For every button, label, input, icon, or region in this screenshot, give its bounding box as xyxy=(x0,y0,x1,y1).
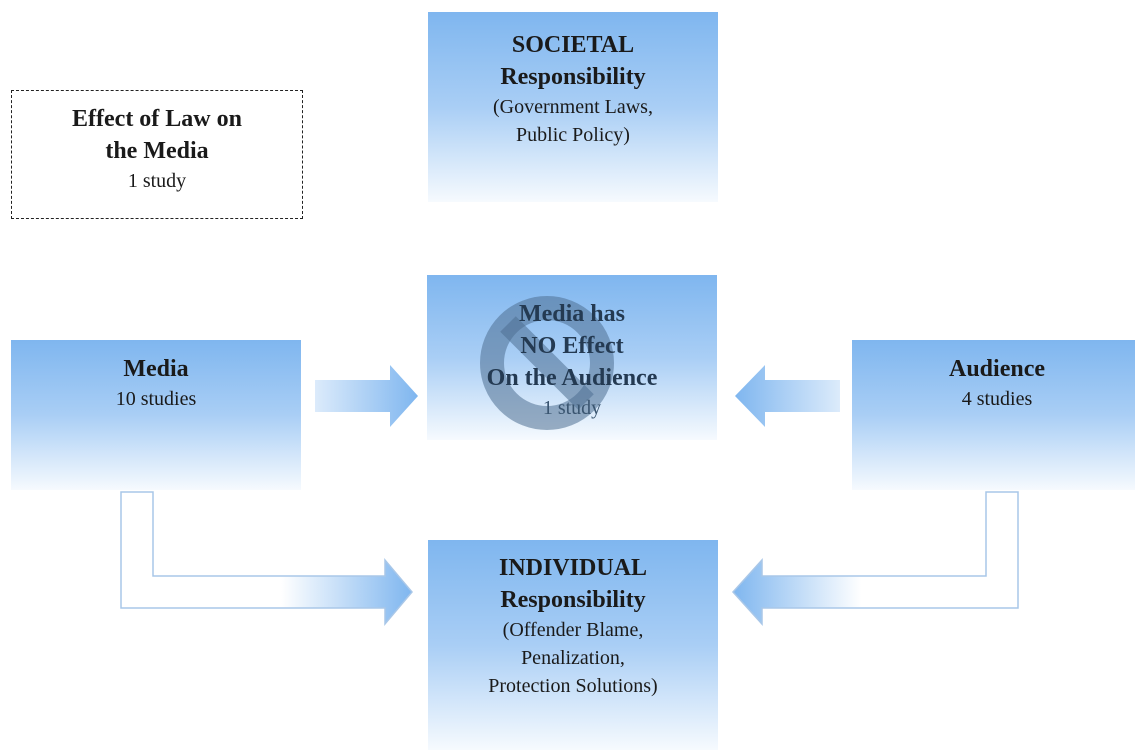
media-count: 10 studies xyxy=(115,388,197,410)
no-effect-box: Media has NO Effect On the Audience 1 st… xyxy=(427,275,717,440)
arrow-media-to-center xyxy=(315,365,418,427)
audience-count: 4 studies xyxy=(961,388,1033,410)
individual-title-line1: INDIVIDUAL xyxy=(498,555,648,581)
arrow-audience-to-individual xyxy=(731,491,1019,626)
law-title-line2: the Media xyxy=(105,138,209,164)
media-title: Media xyxy=(123,356,189,382)
prohibition-icon xyxy=(480,296,614,430)
no-effect-count: 1 study xyxy=(542,397,602,419)
media-box: Media 10 studies xyxy=(11,340,301,490)
societal-title-line1: SOCIETAL xyxy=(511,32,635,58)
no-effect-title-line1: Media has xyxy=(518,301,625,327)
law-title-line1: Effect of Law on xyxy=(72,106,242,132)
law-count: 1 study xyxy=(127,170,187,192)
societal-detail-line1: (Government Laws, xyxy=(493,96,653,118)
individual-detail-line2: Penalization, xyxy=(521,647,625,669)
individual-responsibility-box: INDIVIDUAL Responsibility (Offender Blam… xyxy=(428,540,718,750)
no-effect-title-line2: NO Effect xyxy=(520,333,624,359)
arrow-media-to-individual xyxy=(120,491,413,627)
individual-detail-line3: Protection Solutions) xyxy=(488,675,658,697)
individual-detail-line1: (Offender Blame, xyxy=(502,619,644,641)
societal-title-line2: Responsibility xyxy=(500,64,646,90)
societal-detail-line2: Public Policy) xyxy=(516,124,630,146)
individual-title-line2: Responsibility xyxy=(500,587,646,613)
effect-of-law-box: Effect of Law on the Media 1 study xyxy=(11,90,303,219)
no-effect-title-line3: On the Audience xyxy=(486,365,658,391)
audience-title: Audience xyxy=(949,356,1045,382)
arrow-audience-to-center xyxy=(735,365,840,427)
societal-responsibility-box: SOCIETAL Responsibility (Government Laws… xyxy=(428,12,718,202)
audience-box: Audience 4 studies xyxy=(852,340,1135,490)
